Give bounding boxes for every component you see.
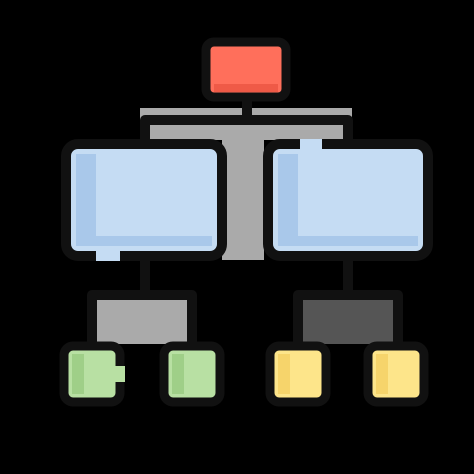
connector-lines: [87, 95, 403, 350]
connector-right-bar: [293, 290, 403, 350]
leaf-node-3: [265, 341, 331, 407]
connector-top-bar: [140, 115, 353, 145]
connector-left-bar: [87, 290, 197, 350]
shadow-center-gap: [222, 140, 264, 260]
root-node: [201, 37, 291, 102]
mid-right-node: [263, 139, 433, 261]
leaf-node-2: [159, 341, 225, 407]
shadow-right-branch: [298, 294, 398, 344]
leaf-node-4: [363, 341, 429, 407]
shadow-left-branch: [92, 294, 192, 344]
leaf-node-1: [59, 341, 125, 407]
mid-left-node: [61, 139, 227, 261]
